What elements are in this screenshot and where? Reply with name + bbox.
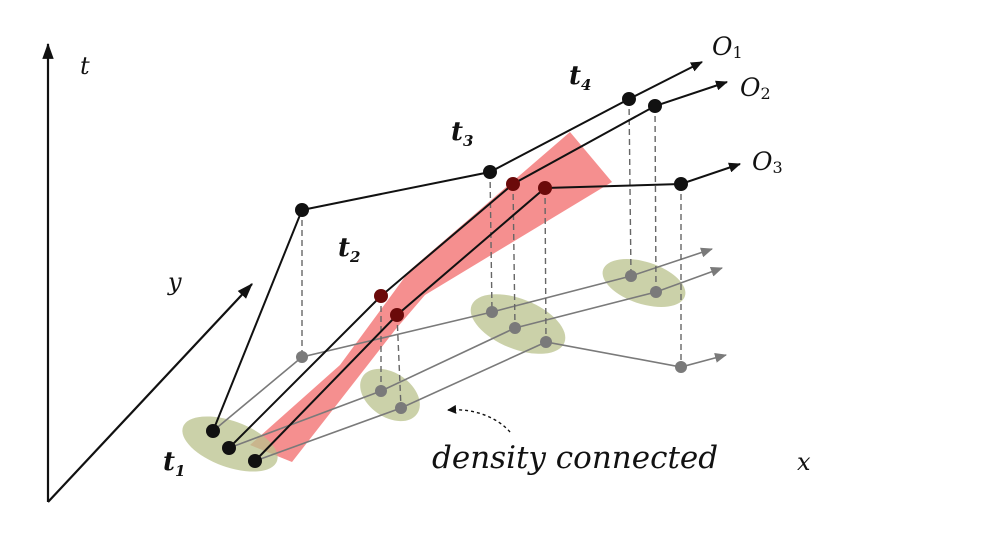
trajectory-points [206,92,688,468]
timestamp-label-t1: t1 [163,447,185,480]
projected-points [296,270,687,414]
y-axis-label: y [167,268,182,296]
timestamp-label-t3: t3 [451,117,473,150]
timestamp-label-t2: t2 [338,233,360,266]
density-connected-label: density connected [432,440,718,476]
object-label-o1: O1 [712,32,743,62]
x-axis-label: x [797,448,811,476]
annotation-arrow [447,404,511,433]
density-highlight-band [250,132,612,462]
t-axis-label: t [80,52,90,80]
projection-dashes [301,98,682,409]
object-label-o2: O2 [740,73,771,103]
axes [42,42,253,503]
timestamp-label-t4: t4 [569,61,591,94]
y-axis [47,283,253,503]
cluster-ellipse-t4 [602,259,686,307]
object-label-o3: O3 [752,147,783,177]
